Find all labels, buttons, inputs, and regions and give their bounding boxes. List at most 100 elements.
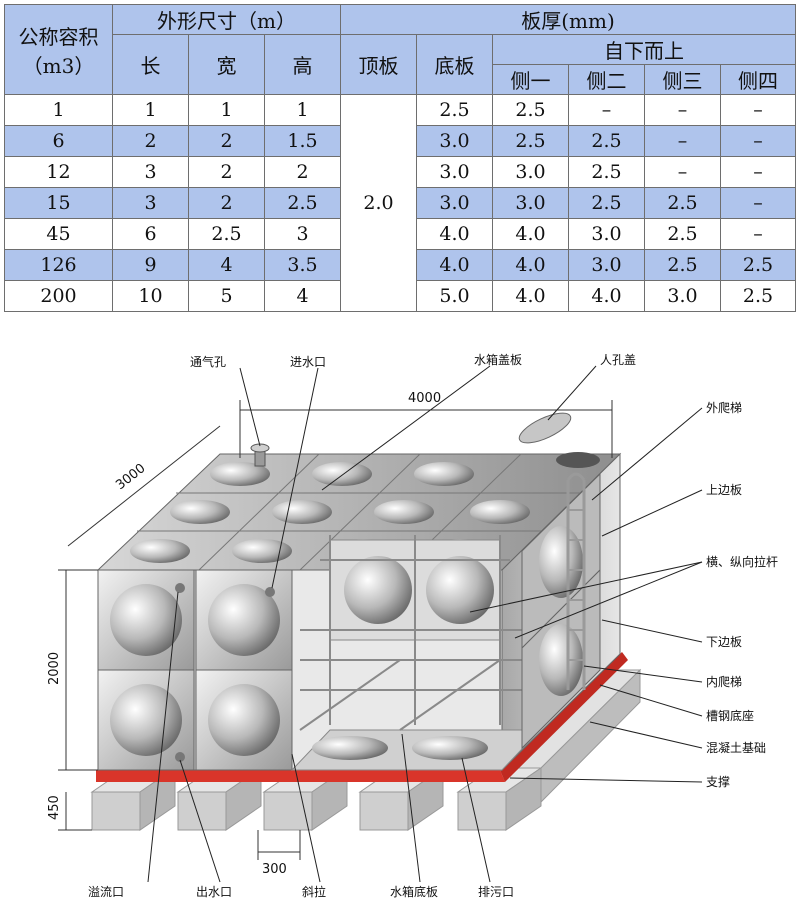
top-plate-header: 顶板: [340, 34, 417, 95]
side-col-4: 侧四: [719, 64, 797, 95]
concrete-foundation: [90, 668, 642, 831]
cell-side1: 2.5: [492, 94, 569, 126]
table-row: 1 1 1 1 2.0 2.5 2.5 – – –: [4, 94, 797, 312]
cell-width: 4: [188, 249, 265, 281]
dim-length: 4000: [408, 391, 441, 406]
label-tie-rods: 横、纵向拉杆: [706, 554, 778, 569]
cell-side4: –: [719, 94, 797, 126]
cell-side1: 3.0: [492, 187, 569, 219]
dim-col-width: 宽: [188, 34, 265, 95]
front-closed-panels: [97, 569, 293, 771]
cell-capacity: 200: [4, 280, 113, 312]
label-bottom-plate: 水箱底板: [390, 884, 438, 899]
dim-width: 3000: [113, 461, 148, 493]
table-row: 126 9 4 3.5 4.0 4.0 3.0 2.5 2.5: [4, 249, 797, 281]
leader-lines: [147, 365, 703, 883]
cell-side2: –: [568, 94, 645, 126]
label-outer-ladder: 外爬梯: [706, 401, 742, 415]
label-manhole: 人孔盖: [600, 353, 636, 367]
cell-side1: 4.0: [492, 249, 569, 281]
capacity-header: 公称容积 （m3）: [4, 4, 113, 95]
side-col-3: 侧三: [644, 64, 721, 95]
label-support: 支撑: [706, 774, 730, 789]
label-diagonal: 斜拉: [302, 884, 326, 899]
cell-length: 1: [112, 94, 189, 126]
cell-capacity: 15: [4, 187, 113, 219]
side-col-1: 侧一: [492, 64, 569, 95]
cell-side4: –: [719, 156, 797, 188]
cell-width: 2: [188, 156, 265, 188]
cell-side4: –: [719, 125, 797, 157]
outer-ladder: [566, 472, 586, 690]
capacity-unit-label: （m3）: [22, 53, 95, 78]
label-overflow: 溢流口: [88, 885, 124, 899]
cell-side3: 2.5: [644, 249, 721, 281]
cell-side4: 2.5: [719, 249, 797, 281]
side-col-2: 侧二: [568, 64, 645, 95]
cell-capacity: 1: [4, 94, 113, 126]
cell-bottom: 5.0: [416, 280, 493, 312]
cell-capacity: 126: [4, 249, 113, 281]
cell-side2: 3.0: [568, 249, 645, 281]
overflow-fitting: [175, 583, 185, 593]
spec-table: 公称容积 （m3） 外形尺寸（m） 板厚(mm) 长 宽 高 顶板 底板 自下而…: [4, 4, 797, 312]
cell-height: 3: [264, 218, 341, 250]
cell-side2: 2.5: [568, 125, 645, 157]
cell-bottom: 3.0: [416, 125, 493, 157]
cell-width: 1: [188, 94, 265, 126]
cell-bottom: 3.0: [416, 187, 493, 219]
cell-side2: 3.0: [568, 218, 645, 250]
cell-side4: 2.5: [719, 280, 797, 312]
water-tank-diagram: 4000 3000 2000 450 300 通气孔 进水口 水箱盖板 人孔盖 …: [47, 352, 778, 899]
cell-side2: 4.0: [568, 280, 645, 312]
label-lower-edge: 下边板: [706, 635, 742, 649]
cell-side2: 2.5: [568, 187, 645, 219]
cell-width: 5: [188, 280, 265, 312]
manhole-cover: [518, 412, 600, 468]
cell-bottom: 4.0: [416, 249, 493, 281]
cell-side3: –: [644, 156, 721, 188]
label-cover-plate: 水箱盖板: [474, 352, 522, 367]
inlet-fitting: [265, 587, 275, 597]
cell-side1: 4.0: [492, 218, 569, 250]
label-drain: 排污口: [478, 885, 514, 899]
cell-height: 2.5: [264, 187, 341, 219]
cell-height: 1.5: [264, 125, 341, 157]
cell-capacity: 45: [4, 218, 113, 250]
cell-side2: 2.5: [568, 156, 645, 188]
cell-length: 10: [112, 280, 189, 312]
sides-header: 自下而上: [491, 34, 797, 65]
label-inner-ladder: 内爬梯: [706, 675, 742, 689]
cell-side4: –: [719, 187, 797, 219]
cell-length: 6: [112, 218, 189, 250]
cell-bottom: 4.0: [416, 218, 493, 250]
label-concrete: 混凝土基础: [706, 740, 766, 755]
table-row: 15 3 2 2.5 3.0 3.0 2.5 2.5 –: [4, 187, 797, 219]
cell-height: 3.5: [264, 249, 341, 281]
label-inlet: 进水口: [290, 355, 326, 369]
cell-side1: 2.5: [492, 125, 569, 157]
dim-col-length: 长: [112, 34, 189, 95]
channel-steel-base: [96, 652, 628, 782]
dimension-lines: [58, 400, 613, 860]
cell-length: 3: [112, 156, 189, 188]
cell-side3: –: [644, 125, 721, 157]
cell-length: 9: [112, 249, 189, 281]
cell-capacity: 12: [4, 156, 113, 188]
cell-bottom: 2.5: [416, 94, 493, 126]
cell-length: 3: [112, 187, 189, 219]
label-upper-edge: 上边板: [706, 483, 742, 497]
cell-bottom: 3.0: [416, 156, 493, 188]
cell-width: 2: [188, 125, 265, 157]
cell-side3: 2.5: [644, 187, 721, 219]
dim-col-height: 高: [264, 34, 341, 95]
cell-side3: –: [644, 94, 721, 126]
cell-height: 4: [264, 280, 341, 312]
capacity-header-label: 公称容积: [18, 24, 99, 49]
dim-spacing: 300: [262, 862, 287, 877]
interior-cutaway: [290, 535, 542, 771]
bottom-plate-header: 底板: [416, 34, 493, 95]
cell-capacity: 6: [4, 125, 113, 157]
cell-width: 2: [188, 187, 265, 219]
table-row: 45 6 2.5 3 4.0 4.0 3.0 2.5 –: [4, 218, 797, 250]
